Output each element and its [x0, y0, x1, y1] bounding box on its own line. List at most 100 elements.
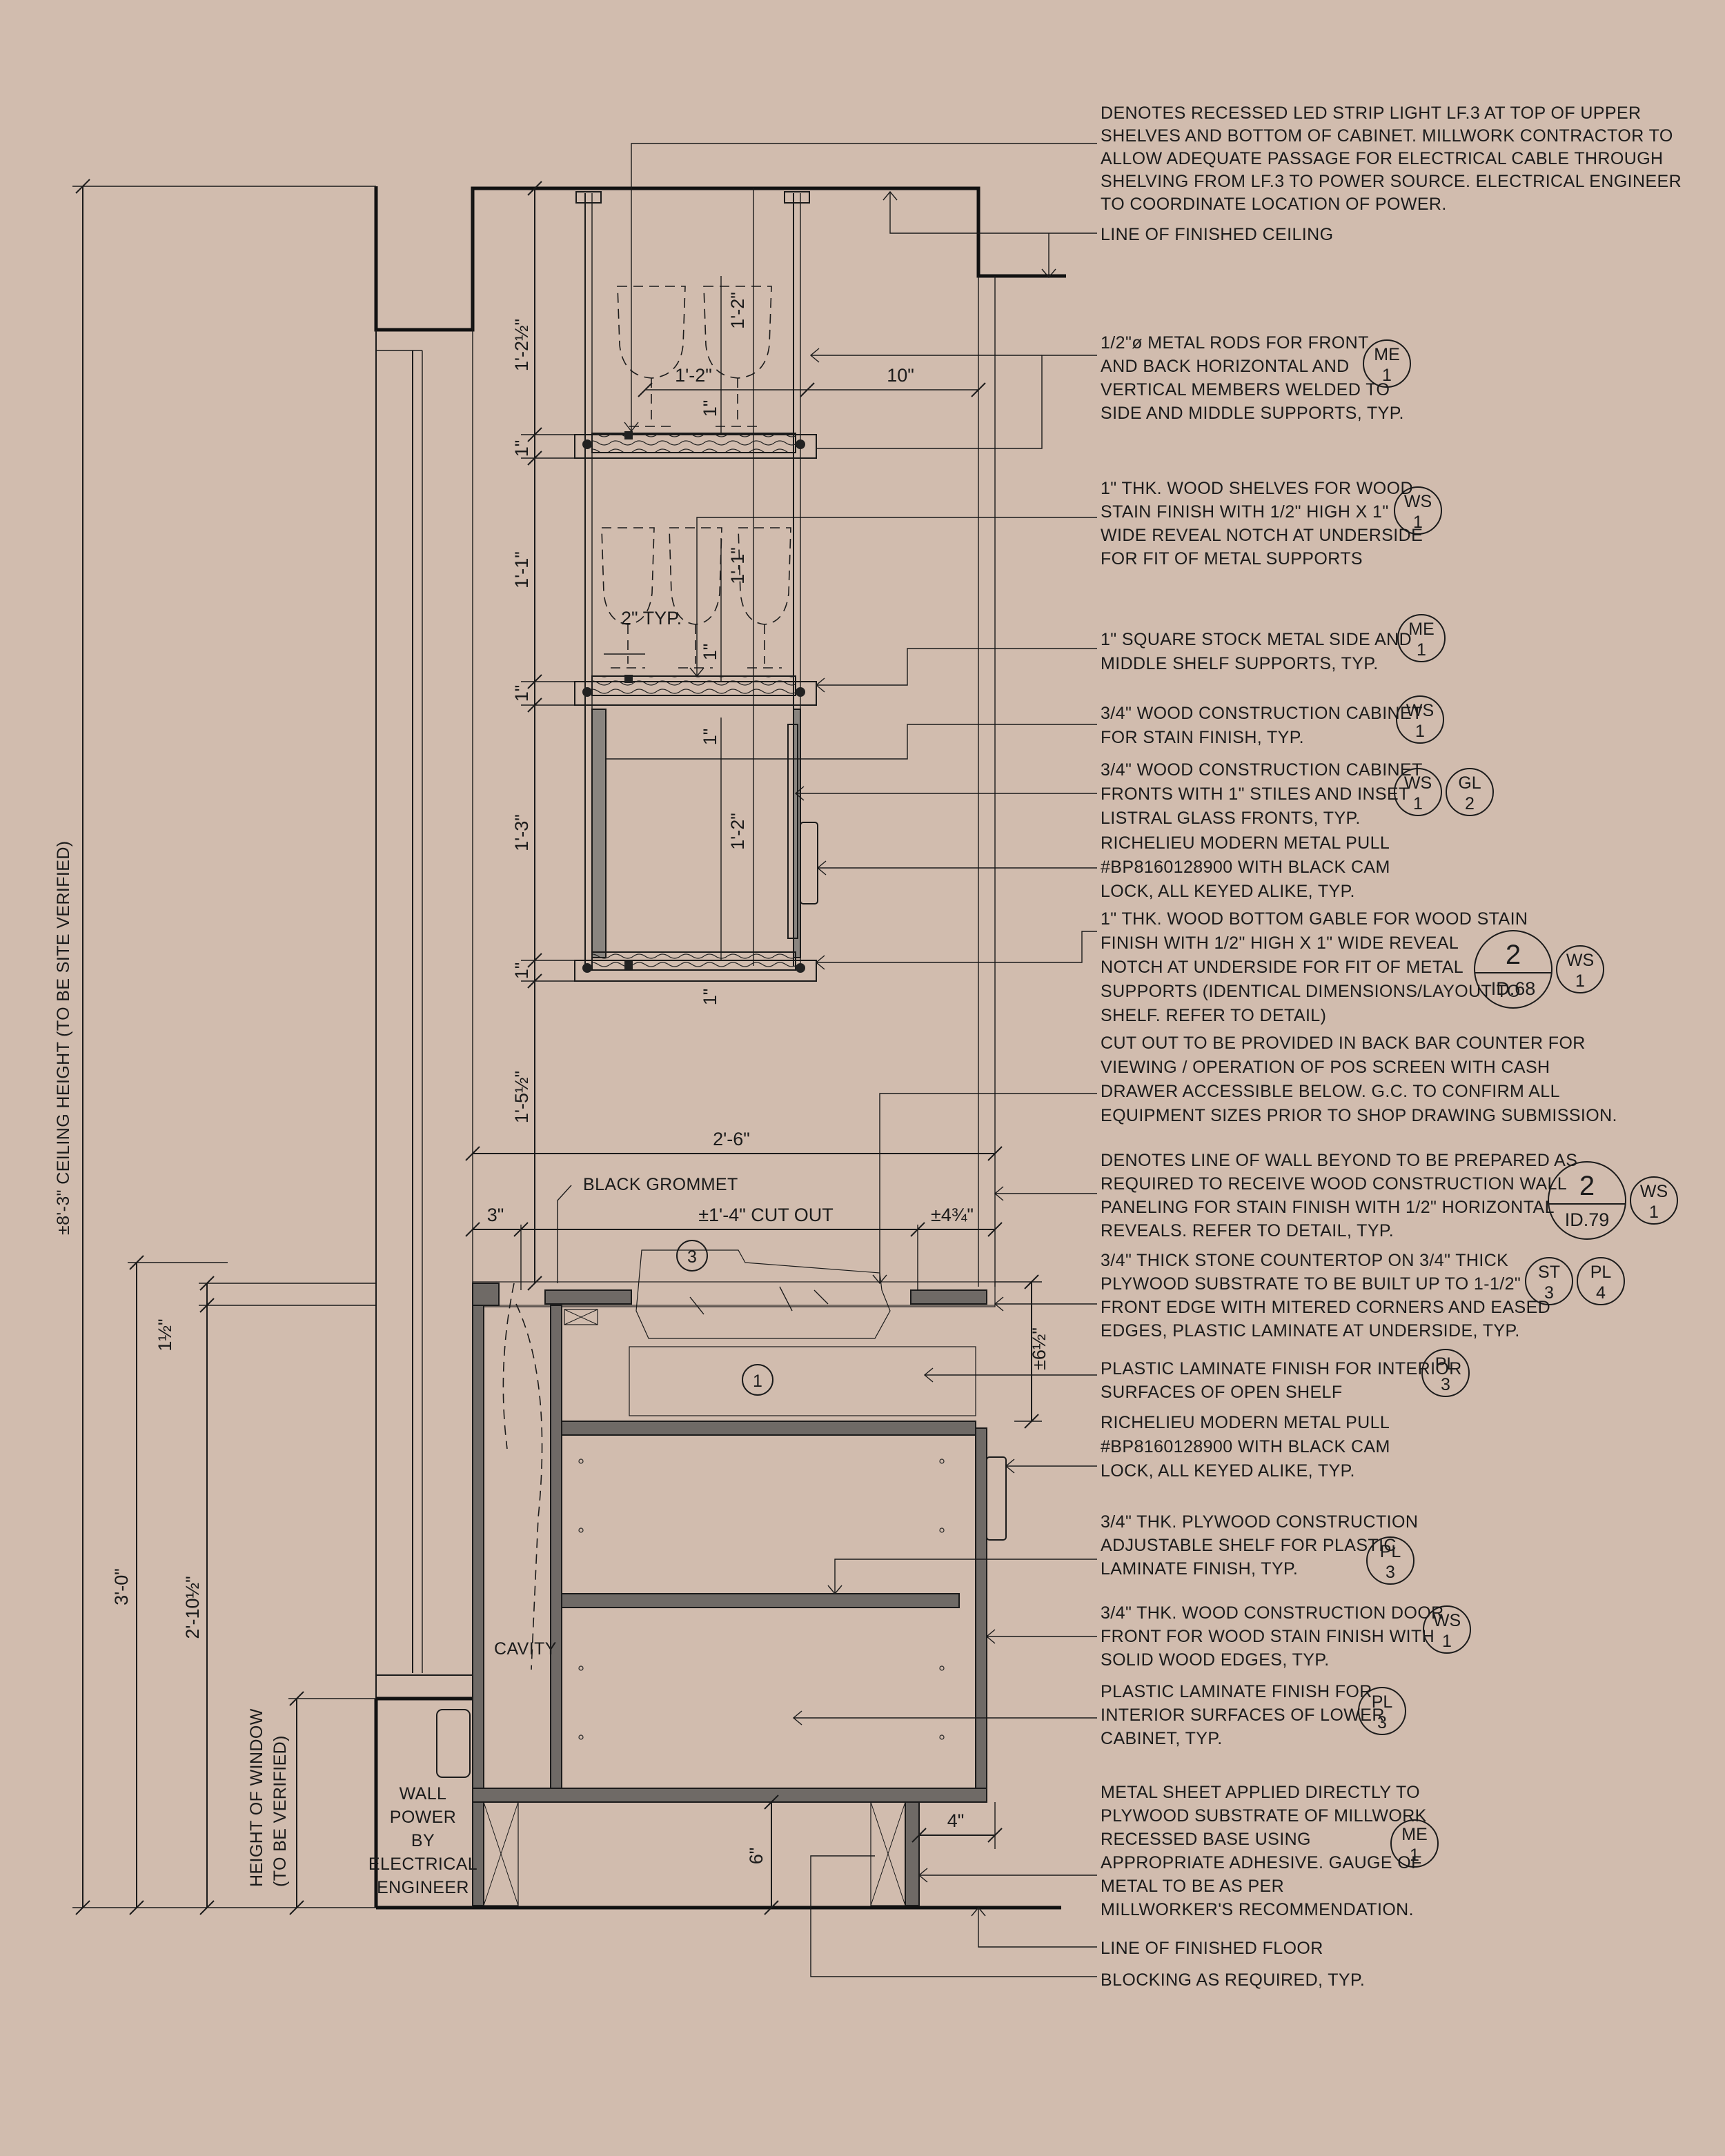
- svg-text:2'-6": 2'-6": [713, 1129, 750, 1149]
- svg-text:HEIGHT OF WINDOW(TO BE VERIFIE: HEIGHT OF WINDOW(TO BE VERIFIED): [247, 1708, 290, 1887]
- overall-dimensions: [72, 179, 376, 1915]
- shelf-dimensions: [465, 181, 1042, 1915]
- svg-text:2'-10½": 2'-10½": [182, 1576, 203, 1639]
- svg-text:3/4" THK. PLYWOOD CONSTRUCTION: 3/4" THK. PLYWOOD CONSTRUCTIONADJUSTABLE…: [1101, 1512, 1418, 1579]
- tag-ws1-c: WS1: [1394, 768, 1442, 816]
- svg-text:2" TYP.: 2" TYP.: [621, 608, 682, 629]
- svg-text:1" THK. WOOD BOTTOM GABLE FOR: 1" THK. WOOD BOTTOM GABLE FOR WOOD STAIN…: [1101, 909, 1528, 1025]
- svg-text:1'-2": 1'-2": [727, 813, 748, 850]
- svg-text:1: 1: [1575, 971, 1585, 991]
- detail-callouts: 2 ID.68 2 ID.79: [1474, 930, 1626, 1240]
- tag-pl3-b: PL 3: [1366, 1536, 1414, 1585]
- svg-text:3: 3: [1377, 1713, 1387, 1732]
- svg-text:RICHELIEU MODERN METAL PULL#BP: RICHELIEU MODERN METAL PULL#BP8160128900…: [1101, 1413, 1390, 1481]
- svg-text:ME: ME: [1374, 345, 1400, 364]
- svg-text:ME: ME: [1408, 620, 1435, 639]
- svg-text:ME: ME: [1401, 1825, 1428, 1844]
- svg-text:1: 1: [1413, 794, 1423, 813]
- svg-text:WS: WS: [1640, 1182, 1668, 1201]
- notes: DENOTES RECESSED LED STRIP LIGHT LF.3 AT…: [54, 103, 1682, 1990]
- svg-text:1'-1": 1'-1": [511, 551, 532, 589]
- svg-text:1: 1: [1415, 722, 1425, 741]
- tag-pl4: PL4: [1577, 1257, 1625, 1305]
- svg-text:WS: WS: [1404, 773, 1432, 793]
- svg-text:3: 3: [1544, 1283, 1554, 1303]
- svg-text:1: 1: [753, 1372, 762, 1391]
- marker-1: 1: [742, 1364, 773, 1396]
- svg-text:1": 1": [700, 989, 720, 1006]
- svg-text:ST: ST: [1538, 1263, 1560, 1282]
- svg-text:±8'-3" CEILING HEIGHT (TO BE S: ±8'-3" CEILING HEIGHT (TO BE SITE VERIFI…: [54, 840, 73, 1235]
- svg-text:ID.68: ID.68: [1491, 978, 1536, 999]
- svg-text:PLASTIC LAMINATE FINISH FOR IN: PLASTIC LAMINATE FINISH FOR INTERIORSURF…: [1101, 1359, 1462, 1402]
- material-tags: ME1 WS1 ME1 WS1 WS1 GL2 WS1 WS1 ST3 PL4 …: [1358, 339, 1678, 1868]
- svg-text:6": 6": [746, 1848, 767, 1865]
- tag-ws1-b: WS 1: [1396, 695, 1444, 744]
- lower-cabinet: [472, 1249, 1007, 1906]
- svg-text:PL: PL: [1372, 1692, 1393, 1712]
- svg-text:BLACK GROMMET: BLACK GROMMET: [583, 1175, 738, 1194]
- tag-gl2: GL2: [1446, 768, 1494, 816]
- svg-text:CUT OUT TO BE PROVIDED IN BACK: CUT OUT TO BE PROVIDED IN BACK BAR COUNT…: [1101, 1034, 1617, 1125]
- tag-ws1-f: WS 1: [1423, 1605, 1471, 1654]
- svg-text:1": 1": [700, 729, 720, 746]
- svg-text:WS: WS: [1406, 701, 1434, 720]
- svg-text:1": 1": [511, 962, 532, 980]
- svg-text:1'-5½": 1'-5½": [511, 1071, 532, 1123]
- tag-st3: ST3: [1525, 1257, 1573, 1305]
- svg-text:10": 10": [887, 365, 914, 386]
- svg-text:3: 3: [1386, 1563, 1395, 1582]
- svg-text:GL: GL: [1458, 773, 1481, 793]
- svg-text:2: 2: [1579, 1171, 1595, 1201]
- svg-text:WS: WS: [1404, 492, 1432, 511]
- svg-text:±1'-4" CUT OUT: ±1'-4" CUT OUT: [698, 1205, 834, 1225]
- tag-me1-c: ME1: [1390, 1819, 1439, 1868]
- svg-text:1": 1": [700, 644, 720, 661]
- svg-text:PL: PL: [1380, 1542, 1401, 1561]
- svg-text:DENOTES RECESSED LED STRIP LIG: DENOTES RECESSED LED STRIP LIGHT LF.3 AT…: [1101, 103, 1682, 214]
- svg-text:1": 1": [511, 685, 532, 702]
- svg-text:RICHELIEU MODERN METAL PULL#BP: RICHELIEU MODERN METAL PULL#BP8160128900…: [1101, 833, 1390, 901]
- svg-text:4: 4: [1596, 1283, 1606, 1303]
- svg-text:1: 1: [1442, 1632, 1452, 1651]
- svg-text:1½": 1½": [155, 1318, 175, 1351]
- tag-me1-b: ME1: [1397, 614, 1446, 662]
- svg-text:1'-3": 1'-3": [511, 814, 532, 851]
- svg-text:3: 3: [1441, 1375, 1450, 1394]
- svg-text:1: 1: [1382, 366, 1392, 385]
- svg-text:±6½": ±6½": [1029, 1327, 1049, 1370]
- svg-text:PL: PL: [1590, 1263, 1612, 1282]
- svg-text:1": 1": [511, 440, 532, 457]
- svg-text:1: 1: [1413, 513, 1423, 532]
- dimension-labels: 1'-2½" 1" 1'-1" 1" 1'-3" 1" 1'-5½" 1'-2"…: [111, 292, 1049, 1864]
- svg-text:3: 3: [687, 1247, 697, 1267]
- tag-ws1-a: WS 1: [1394, 486, 1442, 535]
- svg-text:1'-2": 1'-2": [675, 365, 712, 386]
- svg-text:WS: WS: [1566, 951, 1594, 970]
- svg-text:3'-0": 3'-0": [111, 1568, 132, 1605]
- svg-text:WS: WS: [1433, 1611, 1461, 1630]
- svg-text:3/4" THICK STONE COUNTERTOP ON: 3/4" THICK STONE COUNTERTOP ON 3/4" THIC…: [1101, 1251, 1550, 1341]
- svg-text:CAVITY: CAVITY: [494, 1639, 557, 1659]
- svg-text:DENOTES LINE OF WALL BEYOND TO: DENOTES LINE OF WALL BEYOND TO BE PREPAR…: [1101, 1151, 1577, 1240]
- leaders: [557, 143, 1097, 1977]
- detail-callout-id79: 2 ID.79: [1548, 1161, 1626, 1240]
- svg-text:ID.79: ID.79: [1565, 1209, 1610, 1230]
- svg-text:LINE OF FINISHED CEILING: LINE OF FINISHED CEILING: [1101, 225, 1333, 244]
- svg-text:2: 2: [1506, 940, 1521, 970]
- tag-me1-a: ME 1: [1363, 339, 1411, 388]
- svg-text:4": 4": [947, 1810, 965, 1831]
- svg-text:2: 2: [1465, 794, 1475, 813]
- svg-text:1": 1": [700, 400, 720, 417]
- svg-text:BLOCKING AS REQUIRED, TYP.: BLOCKING AS REQUIRED, TYP.: [1101, 1970, 1365, 1990]
